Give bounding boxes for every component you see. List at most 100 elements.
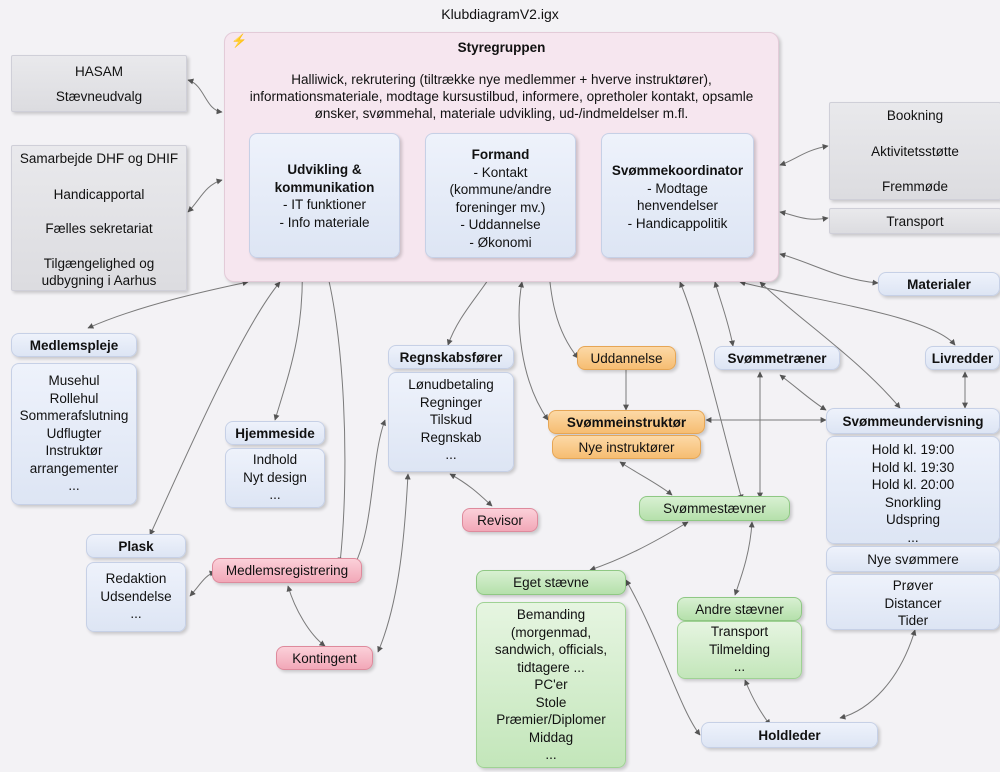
formand-box: Formand - Kontakt (kommune/andre forenin…	[425, 133, 576, 258]
eget-item: Stole	[535, 694, 567, 710]
eget-list: Bemanding (morgenmad, sandwich, official…	[476, 602, 626, 768]
eget-item: sandwich, officials,	[494, 642, 608, 657]
medlemspleje-item: arrangementer	[29, 460, 119, 476]
udvikling-item: - IT funktioner	[282, 197, 367, 212]
eget-item: Præmier/Diplomer	[496, 712, 606, 727]
edge-instruktoer-styre	[518, 281, 549, 421]
svoemmeinstruktoer-label: Svømmeinstruktør	[566, 415, 687, 430]
undervisning-item: Hold kl. 19:30	[871, 459, 955, 475]
styregruppen-line: ønsker, svømmehal, materiale udvikling, …	[314, 105, 689, 121]
andre-title: Andre stævner	[695, 602, 784, 617]
medlemspleje-list: Musehul Rollehul Sommerafslutning Udflug…	[11, 363, 137, 505]
holdleder-label: Holdleder	[758, 728, 821, 743]
undervisning-item: Hold kl. 20:00	[871, 477, 955, 492]
andre-item: Transport	[710, 624, 769, 639]
edge-traener-styre	[713, 281, 735, 347]
styregruppen-line: Halliwick, rekrutering (tiltrække nye me…	[291, 71, 712, 87]
undervisning-item: Udspring	[885, 512, 941, 527]
formand-item: - Uddannelse	[460, 217, 541, 232]
plask-item: ...	[130, 606, 142, 621]
booking-item: Aktivitetsstøtte	[871, 143, 959, 159]
formand-item: (kommune/andre	[449, 182, 552, 197]
booking-item: Fremmøde	[881, 179, 948, 194]
hjemmeside-item: Nyt design	[243, 469, 307, 485]
medlemsregistrering-label: Medlemsregistrering	[225, 563, 349, 578]
edge-medlemsreg-kontingent	[286, 585, 326, 647]
hjemmeside-item: ...	[269, 487, 281, 502]
undervisning-item: ...	[907, 529, 919, 545]
udvikling-title: kommunikation	[274, 179, 375, 195]
plask-title: Plask	[118, 539, 154, 554]
medlemspleje-item: Sommerafslutning	[19, 408, 129, 423]
uddannelse-label: Uddannelse	[590, 351, 663, 366]
edge-svoemmestaevner-styre	[679, 281, 744, 501]
edge-kontingent-regnskab	[377, 473, 411, 653]
svoemmekoordinator-box: Svømmekoordinator - Modtage henvendelser…	[601, 133, 754, 258]
regnskab-item: Lønudbetaling	[408, 377, 494, 392]
nye-svoemmere-label: Nye svømmere	[867, 552, 959, 567]
formand-item: - Kontakt	[473, 164, 528, 180]
regnskab-item: Regninger	[419, 394, 483, 410]
medlemspleje-item: Musehul	[48, 373, 100, 388]
edge-booking-styre	[779, 143, 829, 167]
edge-medlemsreg-udvikling	[321, 257, 346, 564]
undervisning-header: Svømmeundervisning	[826, 408, 1000, 434]
andre-item: ...	[733, 659, 746, 674]
medlemsregistrering-box: Medlemsregistrering	[212, 558, 362, 583]
nye-instruktoerer-label: Nye instruktører	[578, 440, 675, 455]
styregruppen-line: informationsmateriale, modtage kursustil…	[249, 88, 754, 104]
plask-item: Redaktion	[105, 571, 167, 586]
eget-title: Eget stævne	[513, 575, 589, 590]
transport-label: Transport	[886, 214, 944, 229]
svoemmestaevner-box: Svømmestævner	[639, 496, 790, 521]
proever-item: Distancer	[884, 595, 942, 611]
proever-box: Prøver Distancer Tider	[826, 574, 1000, 630]
undervisning-list: Hold kl. 19:00 Hold kl. 19:30 Hold kl. 2…	[826, 436, 1000, 545]
svoemmekoordinator-item: - Handicappolitik	[627, 215, 728, 231]
svoemmekoordinator-item: - Modtage	[647, 180, 708, 196]
samarbejde-item: udbygning i Aarhus	[41, 273, 157, 288]
andre-header: Andre stævner	[677, 597, 802, 621]
undervisning-item: Snorkling	[884, 494, 942, 510]
edge-materialer-styre	[779, 252, 879, 286]
udvikling-box: Udvikling & kommunikation - IT funktione…	[249, 133, 400, 258]
staevneudvalg-label: Stævneudvalg	[55, 89, 143, 104]
booking-item: Bookning	[886, 108, 944, 123]
proever-item: Tider	[897, 613, 929, 628]
samarbejde-box: Samarbejde DHF og DHIF Handicapportal Fæ…	[11, 145, 187, 291]
revisor-box: Revisor	[462, 508, 538, 532]
medlemspleje-item: Udflugter	[46, 425, 102, 441]
hasam-box: HASAM Stævneudvalg	[11, 55, 187, 112]
plask-list: Redaktion Udsendelse ...	[86, 562, 186, 632]
holdleder-box: Holdleder	[701, 722, 878, 748]
samarbejde-item: Samarbejde DHF og DHIF	[19, 151, 179, 166]
edge-staevner-andre	[733, 521, 755, 596]
svoemmetraener-label: Svømmetræner	[727, 351, 827, 366]
hjemmeside-item: Indhold	[252, 452, 298, 467]
medlemspleje-header: Medlemspleje	[11, 333, 137, 357]
samarbejde-item: Fælles sekretariat	[45, 221, 153, 236]
nye-instruktoerer-box: Nye instruktører	[552, 435, 701, 459]
edge-proever-holdleder	[839, 629, 917, 720]
materialer-box: Materialer	[878, 272, 1000, 296]
uddannelse-box: Uddannelse	[577, 346, 676, 370]
edge-andre-holdleder	[744, 679, 771, 726]
edge-undervisning-styre	[759, 281, 901, 409]
samarbejde-item: Tilgængelighed og	[43, 255, 155, 271]
samarbejde-item: Handicapportal	[53, 186, 145, 202]
proever-item: Prøver	[892, 578, 934, 593]
hasam-label: HASAM	[74, 64, 123, 79]
materialer-label: Materialer	[907, 277, 971, 292]
formand-item: foreninger mv.)	[455, 199, 546, 215]
medlemspleje-item: Rollehul	[49, 390, 99, 406]
andre-list: Transport Tilmelding ...	[677, 621, 802, 679]
regnskab-item: ...	[445, 447, 457, 462]
regnskab-item: Tilskud	[429, 412, 473, 427]
formand-item: - Økonomi	[469, 234, 532, 250]
edge-traener-undervisning	[779, 374, 827, 411]
medlemspleje-item: ...	[68, 478, 80, 493]
formand-title: Formand	[471, 147, 530, 162]
eget-item: Bemanding	[516, 607, 586, 622]
eget-header: Eget stævne	[476, 570, 626, 595]
eget-item: PC'er	[534, 677, 568, 692]
